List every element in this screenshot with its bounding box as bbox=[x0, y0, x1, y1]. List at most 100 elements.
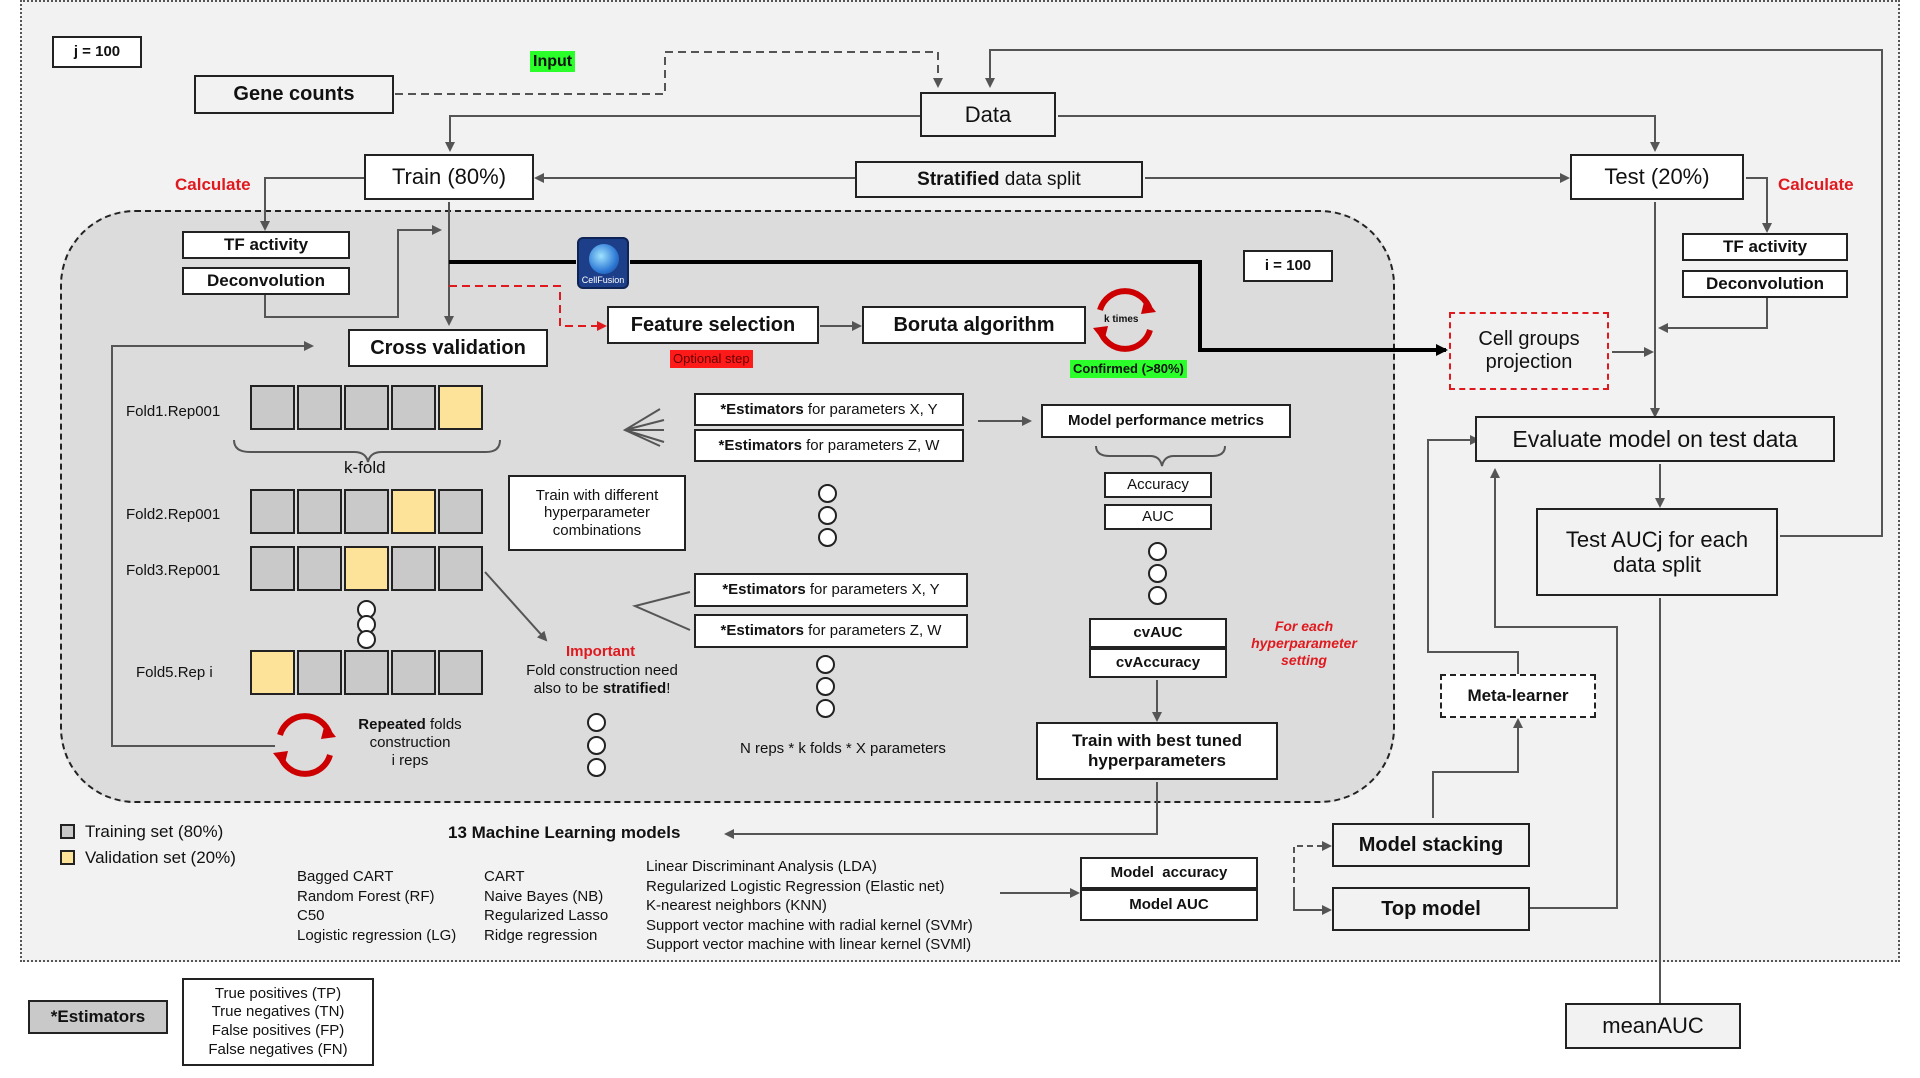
k-times-cycle-icon bbox=[1093, 288, 1156, 352]
cell-groups-box: Cell groups projection bbox=[1449, 312, 1609, 390]
ellipsis-dot bbox=[816, 677, 835, 696]
ellipsis-dot bbox=[816, 655, 835, 674]
estimators-xy: for parameters X, Y bbox=[803, 400, 938, 418]
k-times-label: k times bbox=[1104, 314, 1139, 325]
estimators-xy: for parameters X, Y bbox=[805, 581, 940, 599]
fold-note-line1: Fold construction need bbox=[526, 662, 678, 679]
meta-learner-box: Meta-learner bbox=[1440, 674, 1596, 718]
model-item: CART bbox=[484, 868, 525, 885]
estimators-list-box: True positives (TP) True negatives (TN) … bbox=[182, 978, 374, 1066]
for-each-label: For each hyperparameter setting bbox=[1251, 618, 1357, 668]
data-box: Data bbox=[920, 92, 1056, 137]
model-item: Regularized Lasso bbox=[484, 907, 609, 924]
top-model-box: Top model bbox=[1332, 887, 1530, 931]
fold-cell bbox=[297, 546, 342, 591]
kfold-label: k-fold bbox=[344, 458, 386, 477]
legend-validation-label: Validation set (20%) bbox=[85, 848, 236, 867]
fold-cell bbox=[297, 385, 342, 430]
estimators-xy-box-2: *Estimators for parameters X, Y bbox=[694, 573, 968, 607]
test-auc-box: Test AUCj for each data split bbox=[1536, 508, 1778, 596]
best-tuned-box: Train with best tuned hyperparameters bbox=[1036, 722, 1278, 780]
estimators-prefix: *Estimators bbox=[720, 400, 804, 418]
repeated-rest3: i reps bbox=[391, 752, 429, 769]
ellipsis-dot bbox=[1148, 564, 1167, 583]
ellipsis-dot bbox=[587, 736, 606, 755]
estimator-item: True negatives (TN) bbox=[211, 1003, 345, 1021]
model-item: Naive Bayes (NB) bbox=[484, 887, 604, 905]
repeated-bold: Repeated bbox=[358, 716, 426, 733]
stratified-rest: data split bbox=[999, 168, 1081, 190]
fold-cell bbox=[391, 385, 436, 430]
model-accuracy-box: Model accuracy bbox=[1080, 857, 1258, 889]
cellfusion-logo-text: CellFusion bbox=[581, 275, 625, 285]
tf-activity-left: TF activity bbox=[182, 231, 350, 259]
fold-construction-note: Fold construction need also to be strati… bbox=[522, 662, 682, 698]
ellipsis-dot bbox=[818, 484, 837, 503]
accuracy-box: Accuracy bbox=[1104, 472, 1212, 498]
fold-cell bbox=[391, 650, 436, 695]
stratified-split-box: Stratified data split bbox=[855, 161, 1143, 198]
fold5-label: Fold5.Rep i bbox=[136, 664, 213, 681]
calculate-left-label: Calculate bbox=[175, 175, 251, 194]
model-item: Regularized Logistic Regression (Elastic… bbox=[646, 877, 945, 895]
fold-cell bbox=[391, 546, 436, 591]
estimators-zw: for parameters Z, W bbox=[803, 622, 942, 640]
model-item: Linear Discriminant Analysis (LDA) bbox=[646, 858, 877, 875]
fold-cell bbox=[250, 489, 295, 534]
ml-models-title: 13 Machine Learning models bbox=[448, 823, 681, 842]
j-iterations-label: j = 100 bbox=[52, 36, 142, 68]
fold3-label: Fold3.Rep001 bbox=[126, 562, 221, 579]
important-label: Important bbox=[566, 643, 636, 660]
nreps-label: N reps * k folds * X parameters bbox=[740, 740, 946, 757]
input-tag: Input bbox=[530, 51, 576, 73]
i-iterations-label: i = 100 bbox=[1243, 250, 1333, 282]
repeated-cycle-icon bbox=[273, 713, 336, 777]
model-item: Support vector machine with linear kerne… bbox=[646, 936, 972, 953]
train-hyper-box: Train with different hyperparameter comb… bbox=[508, 475, 686, 551]
fold2-label: Fold2.Rep001 bbox=[126, 506, 221, 523]
estimators-zw-box-1: *Estimators for parameters Z, W bbox=[694, 429, 964, 462]
estimators-prefix: *Estimators bbox=[718, 436, 802, 454]
estimators-zw-box-2: *Estimators for parameters Z, W bbox=[694, 614, 968, 648]
fold-note-post: ! bbox=[666, 680, 671, 697]
fold-cell bbox=[250, 385, 295, 430]
fold-cell bbox=[297, 650, 342, 695]
estimator-item: False positives (FP) bbox=[211, 1022, 345, 1039]
fold-note-pre: also to be bbox=[533, 680, 603, 697]
gene-counts-box: Gene counts bbox=[194, 75, 394, 114]
estimator-item: True positives (TP) bbox=[214, 984, 342, 1002]
model-item: Ridge regression bbox=[484, 926, 598, 944]
ellipsis-dot bbox=[587, 758, 606, 777]
calculate-right-label: Calculate bbox=[1778, 175, 1854, 194]
fold-cell bbox=[250, 546, 295, 591]
ellipsis-dot bbox=[818, 528, 837, 547]
ellipsis-dot bbox=[1148, 586, 1167, 605]
fold-note-bold: stratified bbox=[602, 680, 667, 697]
model-stacking-box: Model stacking bbox=[1332, 823, 1530, 867]
optional-step-tag: Optional step bbox=[670, 350, 753, 368]
cv-auc-box: cvAUC bbox=[1089, 618, 1227, 648]
legend-training-swatch bbox=[60, 824, 75, 839]
estimators-key-box: *Estimators bbox=[28, 1000, 168, 1034]
fold-cell-validation bbox=[344, 546, 389, 591]
boruta-box: Boruta algorithm bbox=[862, 306, 1086, 344]
feature-selection-box: Feature selection bbox=[607, 306, 819, 344]
stratified-bold: Stratified bbox=[917, 168, 1000, 190]
deconvolution-left: Deconvolution bbox=[182, 267, 350, 295]
fold-cell bbox=[438, 546, 483, 591]
auc-box: AUC bbox=[1104, 504, 1212, 530]
model-item: Logistic regression (LG) bbox=[297, 926, 457, 944]
ellipsis-dot bbox=[816, 699, 835, 718]
model-item: K-nearest neighbors (KNN) bbox=[646, 897, 827, 914]
fold-cell bbox=[297, 489, 342, 534]
legend-training-label: Training set (80%) bbox=[85, 822, 224, 841]
models-col1: Bagged CART Random Forest (RF) C50 Logis… bbox=[297, 867, 456, 945]
repeated-folds-label: Repeated folds construction i reps bbox=[340, 716, 480, 770]
fold-cell-validation bbox=[438, 385, 483, 430]
model-auc-box: Model AUC bbox=[1080, 889, 1258, 921]
models-col2: CART Naive Bayes (NB) Regularized Lasso … bbox=[484, 867, 608, 945]
estimator-item: False negatives (FN) bbox=[208, 1040, 348, 1058]
model-performance-box: Model performance metrics bbox=[1041, 404, 1291, 438]
